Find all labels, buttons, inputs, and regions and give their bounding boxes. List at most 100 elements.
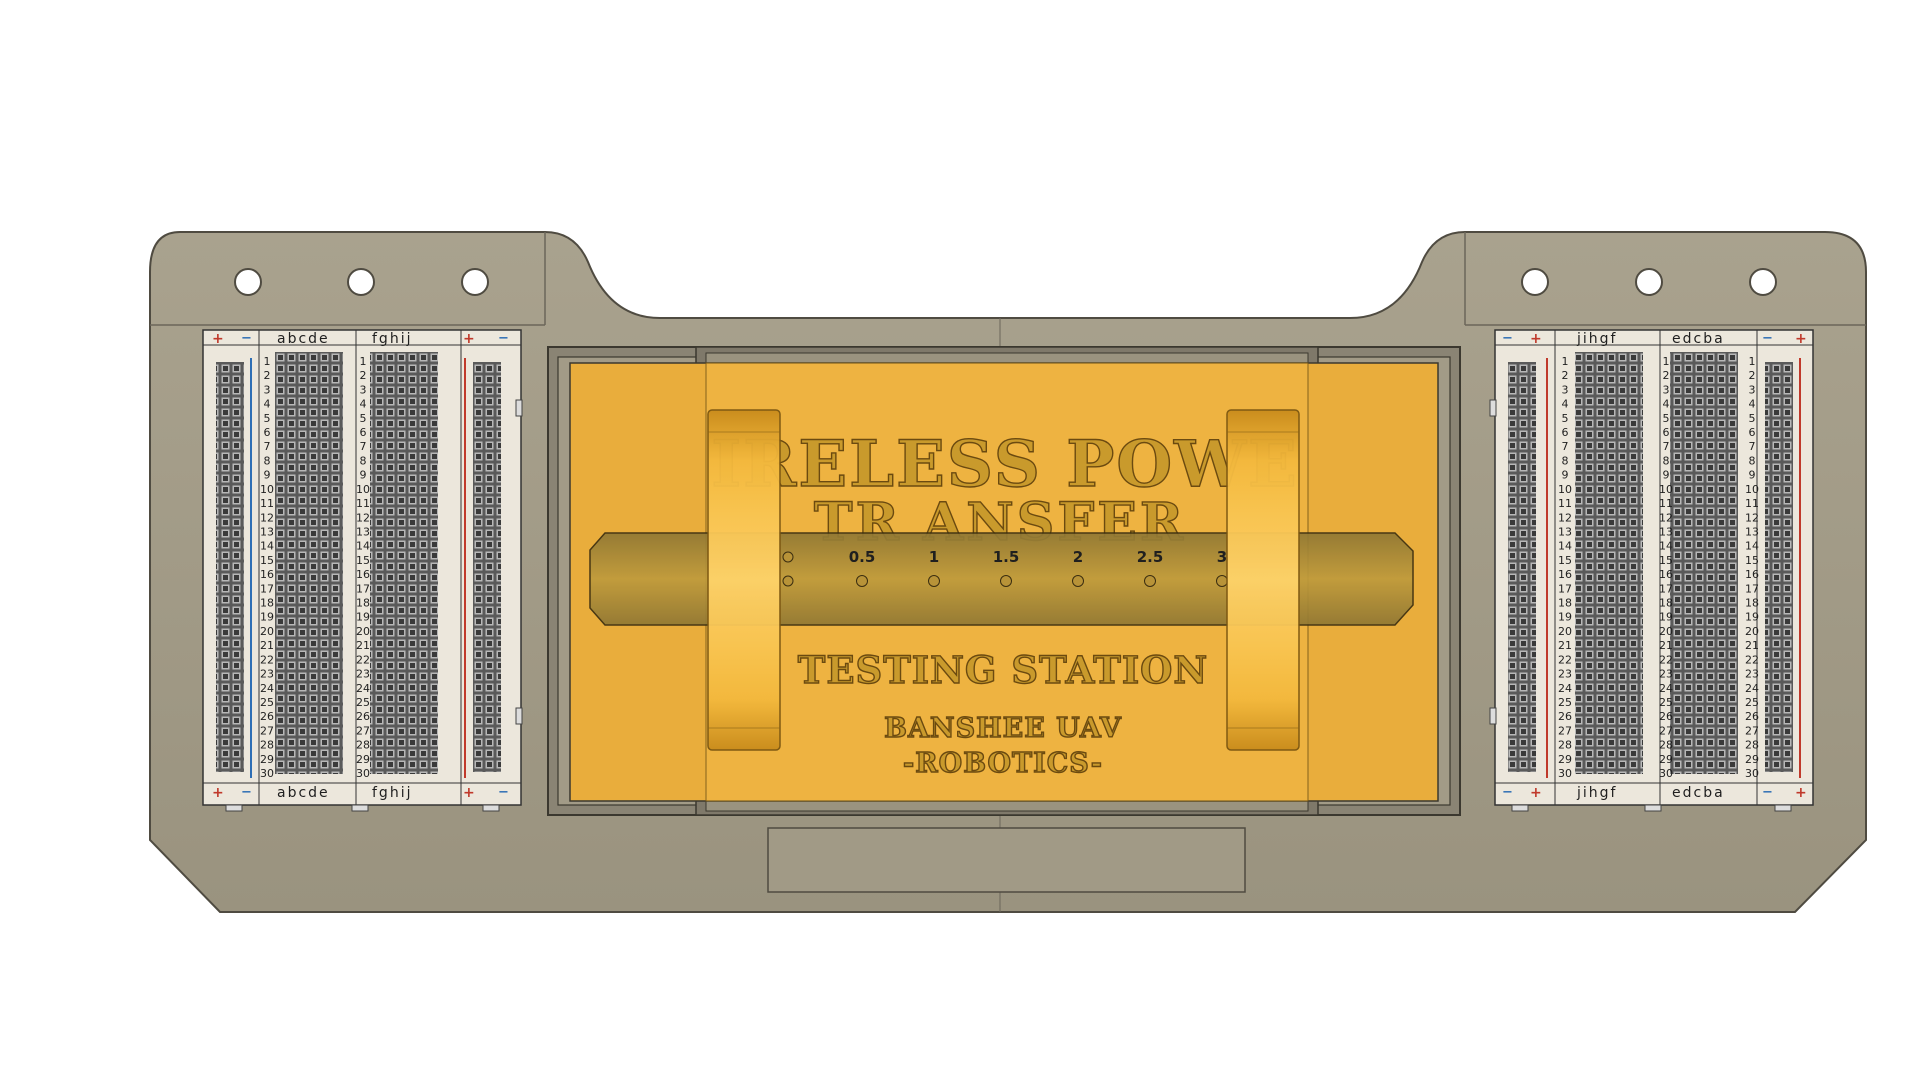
row-number: 3 xyxy=(1663,383,1670,396)
row-number: 4 xyxy=(1663,398,1670,411)
row-number: 20 xyxy=(1659,625,1673,638)
row-number: 22 xyxy=(1745,653,1759,666)
ruler-label: 1.5 xyxy=(993,548,1020,566)
minus-icon: − xyxy=(1502,785,1513,800)
row-number: 11 xyxy=(1659,497,1673,510)
row-number: 28 xyxy=(356,739,370,752)
row-number: 19 xyxy=(356,611,370,624)
mounting-holes xyxy=(234,268,1777,296)
row-number: 29 xyxy=(356,753,370,766)
row-number: 15 xyxy=(260,554,274,567)
row-number: 11 xyxy=(1558,497,1572,510)
plate-title: IRELESS POWE xyxy=(711,427,1299,502)
row-number: 8 xyxy=(360,454,367,467)
ruler-hole xyxy=(1000,575,1012,587)
row-number: 22 xyxy=(260,653,274,666)
ruler-hole xyxy=(928,575,940,587)
row-number: 17 xyxy=(1745,582,1759,595)
row-number: 1 xyxy=(1663,355,1670,368)
receiver-coil[interactable] xyxy=(1226,409,1300,751)
row-number: 22 xyxy=(1558,653,1572,666)
row-number: 9 xyxy=(360,469,367,482)
column-label-fghij: fghij xyxy=(372,785,412,801)
row-number: 24 xyxy=(356,682,370,695)
row-number: 6 xyxy=(264,426,271,439)
row-number: 25 xyxy=(1659,696,1673,709)
row-number: 16 xyxy=(1745,568,1759,581)
row-number: 9 xyxy=(1562,469,1569,482)
ruler-label: 2.5 xyxy=(1137,548,1164,566)
row-number: 10 xyxy=(1745,483,1759,496)
row-number: 25 xyxy=(260,696,274,709)
row-number: 18 xyxy=(1745,597,1759,610)
row-number: 28 xyxy=(1745,739,1759,752)
row-number: 9 xyxy=(1663,469,1670,482)
row-number: 28 xyxy=(1558,739,1572,752)
row-number: 14 xyxy=(356,540,370,553)
row-number: 9 xyxy=(264,469,271,482)
row-number: 23 xyxy=(1745,668,1759,681)
row-number: 8 xyxy=(1562,454,1569,467)
row-number: 7 xyxy=(1562,440,1569,453)
transmitter-coil[interactable] xyxy=(707,409,781,751)
row-number: 14 xyxy=(1558,540,1572,553)
row-number: 7 xyxy=(1663,440,1670,453)
row-number: 24 xyxy=(260,682,274,695)
row-number: 26 xyxy=(1558,710,1572,723)
plus-icon: + xyxy=(1530,331,1542,347)
row-number: 4 xyxy=(1562,398,1569,411)
row-number: 20 xyxy=(356,625,370,638)
row-number: 15 xyxy=(1659,554,1673,567)
row-number: 14 xyxy=(260,540,274,553)
row-number: 12 xyxy=(1745,511,1759,524)
row-number: 1 xyxy=(1562,355,1569,368)
row-number: 12 xyxy=(1558,511,1572,524)
row-number: 13 xyxy=(1659,525,1673,538)
row-number: 25 xyxy=(1558,696,1572,709)
row-number: 8 xyxy=(1663,454,1670,467)
row-number: 7 xyxy=(360,440,367,453)
row-number: 21 xyxy=(1558,639,1572,652)
mount-hole-icon xyxy=(347,268,375,296)
row-number: 12 xyxy=(1659,511,1673,524)
minus-icon: − xyxy=(241,331,252,346)
row-number: 17 xyxy=(260,582,274,595)
row-number: 13 xyxy=(1558,525,1572,538)
mount-hole-icon xyxy=(1521,268,1549,296)
row-number: 15 xyxy=(356,554,370,567)
row-number: 1 xyxy=(264,355,271,368)
row-number: 3 xyxy=(360,383,367,396)
row-number: 30 xyxy=(1745,767,1759,780)
row-number: 19 xyxy=(1558,611,1572,624)
row-number: 3 xyxy=(264,383,271,396)
mount-hole-icon xyxy=(461,268,489,296)
row-number: 17 xyxy=(1659,582,1673,595)
row-number: 20 xyxy=(1745,625,1759,638)
ruler-hole xyxy=(1072,575,1084,587)
mount-hole-icon xyxy=(234,268,262,296)
row-number: 3 xyxy=(1562,383,1569,396)
row-number: 9 xyxy=(1749,469,1756,482)
row-number: 24 xyxy=(1558,682,1572,695)
row-number: 6 xyxy=(1663,426,1670,439)
plus-icon: + xyxy=(1795,785,1807,801)
row-number: 18 xyxy=(1659,597,1673,610)
row-number: 23 xyxy=(1659,668,1673,681)
row-number: 27 xyxy=(1745,724,1759,737)
row-number: 5 xyxy=(360,412,367,425)
row-number: 19 xyxy=(260,611,274,624)
brand-line2: -ROBOTICS- xyxy=(903,748,1103,779)
row-number: 1 xyxy=(360,355,367,368)
row-number: 16 xyxy=(1558,568,1572,581)
row-number: 7 xyxy=(264,440,271,453)
row-number: 18 xyxy=(1558,597,1572,610)
row-number: 22 xyxy=(1659,653,1673,666)
minus-icon: − xyxy=(1762,331,1773,346)
ruler-hole xyxy=(1144,575,1156,587)
row-number: 2 xyxy=(1749,369,1756,382)
ruler-hole xyxy=(782,551,794,563)
ruler-hole xyxy=(856,575,868,587)
